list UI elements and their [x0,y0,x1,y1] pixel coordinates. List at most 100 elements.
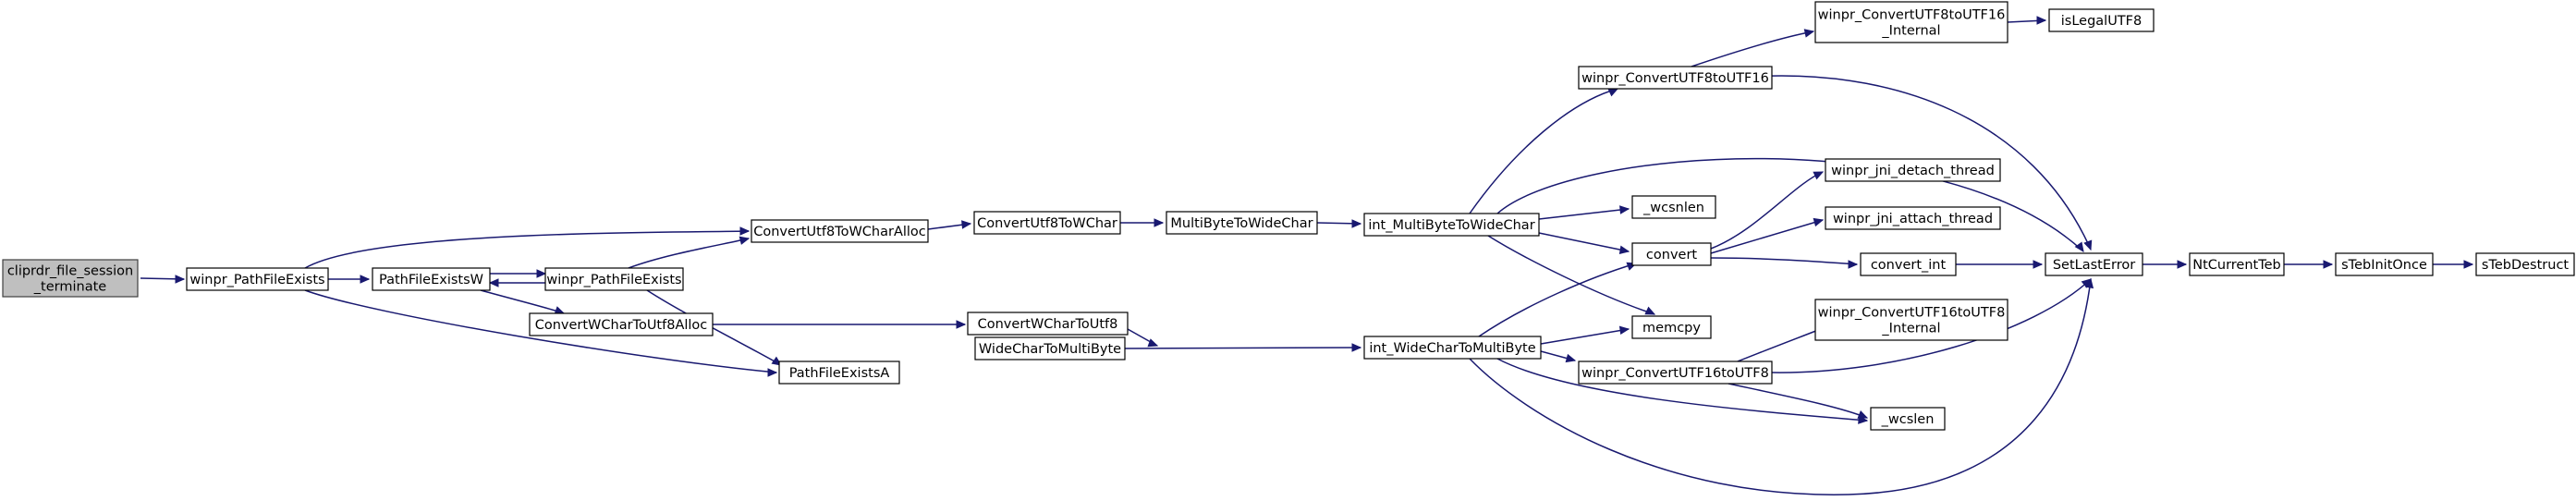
function-node-sle[interactable]: SetLastError [2045,252,2143,276]
function-name-label: int_WideCharToMultiByte [1369,341,1535,356]
arrowhead-icon [1351,343,1362,352]
call-edge [1538,205,1630,220]
arrowhead-icon [1619,205,1630,214]
function-name-label: WideCharToMultiByte [979,342,1121,357]
call-edge [1540,350,1577,363]
function-name-label: NtCurrentTeb [2192,258,2281,273]
function-name-label: winpr_PathFileExists [546,273,681,287]
call-edge [328,275,371,284]
function-name-label: SetLastError [2053,258,2135,273]
function-node-iwcmb[interactable]: int_WideCharToMultiByte [1363,336,1542,360]
arrowhead-icon [2036,16,2047,25]
call-edges [140,16,2474,495]
call-edge [488,278,545,287]
function-name-label: _terminate [33,280,106,295]
function-node-mbtwc[interactable]: MultiByteToWideChar [1166,211,1318,235]
function-node-cu8wa[interactable]: ConvertUtf8ToWCharAlloc [751,219,929,243]
call-edge [2284,260,2334,269]
call-edge [1469,277,2094,495]
arrowhead-icon [360,275,371,284]
function-node-stio[interactable]: sTebInitOnce [2335,252,2434,276]
function-name-label: PathFileExistsA [789,366,890,381]
function-node-conv[interactable]: convert [1631,242,1712,266]
function-name-label: _wcsnlen [1642,201,1704,215]
call-nodes: cliprdr_file_session_terminate winpr_Path… [2,1,2575,431]
call-edge [1540,325,1630,345]
arrowhead-icon [2074,241,2084,253]
function-node-wc816[interactable]: winpr_ConvertUTF8toUTF16 [1578,66,1773,90]
call-edge [1496,157,2084,253]
call-edge [1737,75,2093,251]
function-name-label: ConvertWCharToUtf8Alloc [535,318,708,333]
call-edge [1496,358,1869,424]
function-node-legal[interactable]: isLegalUTF8 [2048,8,2155,32]
arrowhead-icon [1848,260,1859,269]
function-name-label: ConvertUtf8ToWChar [977,216,1117,231]
arrowhead-icon [739,226,751,236]
function-node-wc816i[interactable]: winpr_ConvertUTF8toUTF16_Internal [1814,1,2008,43]
call-edge [2143,260,2188,269]
arrowhead-icon [1813,171,1825,180]
function-name-label: ConvertWCharToUtf8 [978,317,1118,332]
function-name-label: memcpy [1642,321,1701,336]
call-edge [1710,257,1859,269]
call-edge [927,220,972,230]
function-name-label: cliprdr_file_session [7,264,133,279]
call-edge [1120,218,1165,227]
function-name-label: PathFileExistsW [379,273,483,287]
function-name-label: winpr_jni_detach_thread [1831,164,1995,178]
call-edge [2007,16,2047,25]
function-node-wctmb[interactable]: WideCharToMultiByte [974,336,1126,360]
call-edge [140,275,186,284]
function-node-root[interactable]: cliprdr_file_session_terminate [2,259,139,298]
function-node-pfew[interactable]: PathFileExistsW [372,267,491,291]
call-edge [304,289,778,377]
function-node-imbwc[interactable]: int_MultiByteToWideChar [1363,213,1540,237]
function-node-jdet[interactable]: winpr_jni_detach_thread [1825,158,2001,182]
arrowhead-icon [739,236,751,245]
function-node-pfea[interactable]: PathFileExistsA [778,360,900,385]
function-node-wcsnlen[interactable]: _wcsnlen [1631,195,1716,219]
function-node-cwu8[interactable]: ConvertWCharToUtf8 [967,312,1129,336]
call-edge [1691,29,1815,67]
arrowhead-icon [2083,239,2093,251]
function-node-convi[interactable]: convert_int [1860,252,1957,276]
call-edge [1487,235,1656,315]
function-node-cu8w[interactable]: ConvertUtf8ToWChar [973,211,1121,235]
function-node-wc168i[interactable]: winpr_ConvertUTF16toUTF8_Internal [1814,299,2008,341]
function-name-label: winpr_jni_attach_thread [1833,212,1993,226]
function-node-wc168[interactable]: winpr_ConvertUTF16toUTF8 [1578,360,1773,385]
function-node-wcslen[interactable]: _wcslen [1870,407,1946,431]
function-node-wpfe[interactable]: winpr_PathFileExists [186,267,329,291]
function-node-memcpy[interactable]: memcpy [1631,315,1712,339]
function-node-stdes[interactable]: sTebDestruct [2475,252,2575,276]
arrowhead-icon [1351,219,1362,228]
function-node-cwu8a[interactable]: ConvertWCharToUtf8Alloc [529,312,714,336]
function-name-label: int_MultiByteToWideChar [1368,218,1534,233]
call-edge [1710,171,1825,250]
function-name-label: _Internal [1881,24,1940,39]
arrowhead-icon [1154,218,1165,227]
call-edge [1538,232,1630,255]
function-name-label: winpr_ConvertUTF8toUTF16 [1581,71,1769,86]
arrowhead-icon [2033,260,2044,269]
function-node-wpfe2[interactable]: winpr_PathFileExists [544,267,684,291]
call-edge [480,289,566,315]
function-name-label: sTebInitOnce [2341,258,2427,273]
function-name-label: winpr_ConvertUTF16toUTF8 [1581,366,1769,381]
function-name-label: _wcslen [1881,412,1935,427]
arrowhead-icon [1618,245,1630,255]
function-name-label: winpr_PathFileExists [189,273,324,287]
function-node-ntct[interactable]: NtCurrentTeb [2189,252,2285,276]
function-node-jatt[interactable]: winpr_jni_attach_thread [1825,206,2001,230]
call-edge [1710,217,1825,254]
arrowhead-icon [1607,88,1619,97]
arrowhead-icon [1147,338,1159,348]
call-edge [628,236,751,269]
arrowhead-icon [1813,217,1825,227]
arrowhead-icon [767,368,778,377]
arrowhead-icon [2084,277,2094,289]
function-name-label: winpr_ConvertUTF8toUTF16 [1818,8,2006,23]
arrowhead-icon [1803,29,1815,38]
call-edge [1316,219,1362,228]
